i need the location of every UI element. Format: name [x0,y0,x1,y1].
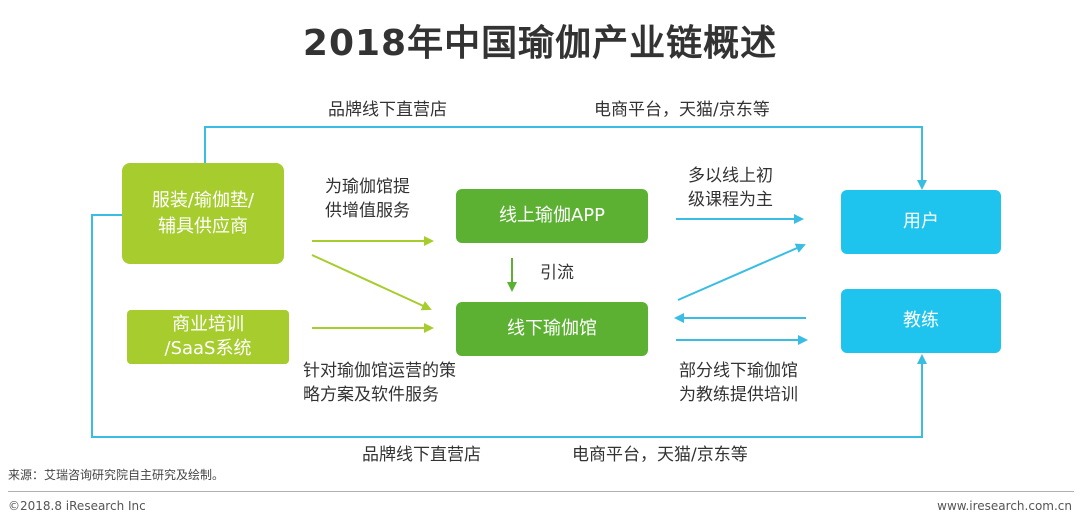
label-top-ecom: 电商平台，天猫/京东等 [594,100,770,120]
supplier-box: 服装/瑜伽垫/ 辅具供应商 [122,163,284,264]
page-title: 2018年中国瑜伽产业链概述 [302,23,778,64]
label-traffic: 引流 [540,263,574,283]
copyright: ©2018.8 iResearch Inc [8,499,146,513]
label-bottom-ecom: 电商平台，天猫/京东等 [572,445,748,465]
source-note: 来源：艾瑞咨询研究院自主研究及绘制。 [8,468,225,482]
footer-divider [8,491,1074,492]
coach-box: 教练 [841,289,1001,353]
label-bottom-store: 品牌线下直营店 [362,445,481,465]
website: www.iresearch.com.cn [937,499,1072,513]
label-service: 为瑜伽馆提 供增值服务 [325,177,410,221]
app-box: 线上瑜伽APP [456,189,648,243]
arrow-supplier-to-user-top [204,126,927,190]
user-box: 用户 [841,190,1001,254]
label-strategy: 针对瑜伽馆运营的策 略方案及软件服务 [303,361,456,405]
label-top-store: 品牌线下直营店 [328,100,447,120]
saas-box: 商业培训 /SaaS系统 [127,310,289,364]
label-app-course: 多以线上初 级课程为主 [688,166,773,210]
arrow-supplier-to-coach-bottom [91,214,927,438]
studio-box: 线下瑜伽馆 [456,302,648,356]
label-coach-training: 部分线下瑜伽馆 为教练提供培训 [679,361,798,405]
arrow-supplier-to-studio [311,254,432,311]
arrow-studio-to-user [677,243,806,301]
